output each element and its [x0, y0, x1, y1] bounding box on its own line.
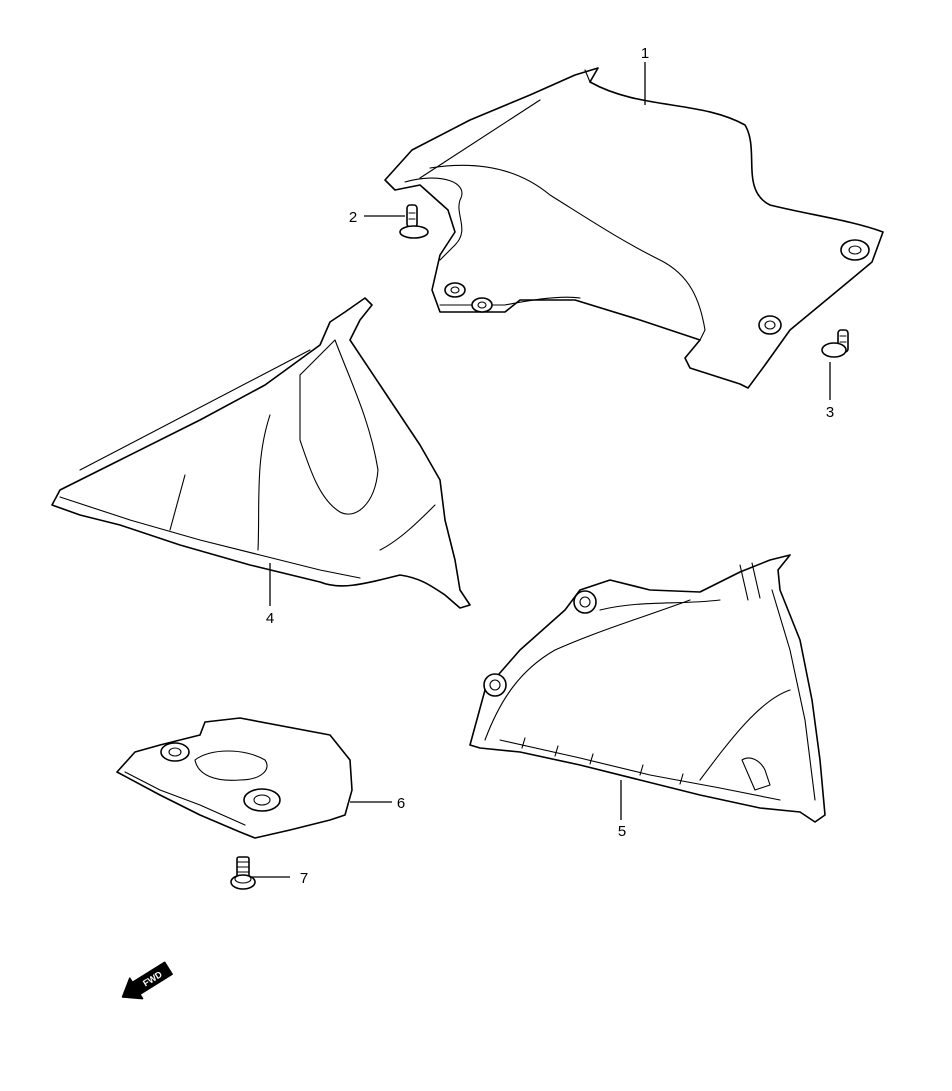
callout-3: 3 [826, 404, 834, 421]
part-6-bracket[interactable] [116, 717, 353, 839]
part-4-side-trim[interactable] [51, 297, 471, 609]
fwd-arrow-icon: FWD [121, 961, 173, 1000]
callout-7: 7 [300, 870, 308, 887]
part-6-boss-2 [243, 788, 281, 812]
callout-5: 5 [618, 823, 626, 840]
part-1-grommet-2 [758, 315, 782, 335]
callout-1: 1 [641, 45, 649, 62]
part-6-boss-1 [160, 742, 190, 762]
part-1-grommet-4 [471, 297, 493, 313]
part-1-grommet-3 [444, 282, 466, 298]
part-5-grommet-1 [573, 590, 597, 614]
part-2-clip[interactable] [399, 204, 429, 239]
part-1-cover[interactable] [384, 67, 884, 389]
part-5-side-trim[interactable] [469, 554, 826, 823]
callout-labels: 1 2 3 4 5 6 7 [266, 45, 834, 887]
callout-2: 2 [349, 209, 357, 226]
part-5-grommet-2 [483, 673, 507, 697]
callout-leaders [252, 62, 831, 878]
part-3-clip[interactable] [821, 329, 849, 358]
callout-4: 4 [266, 610, 274, 627]
part-1-grommet-1 [840, 239, 870, 261]
part-7-bolt[interactable] [230, 856, 256, 890]
callout-6: 6 [397, 795, 405, 812]
